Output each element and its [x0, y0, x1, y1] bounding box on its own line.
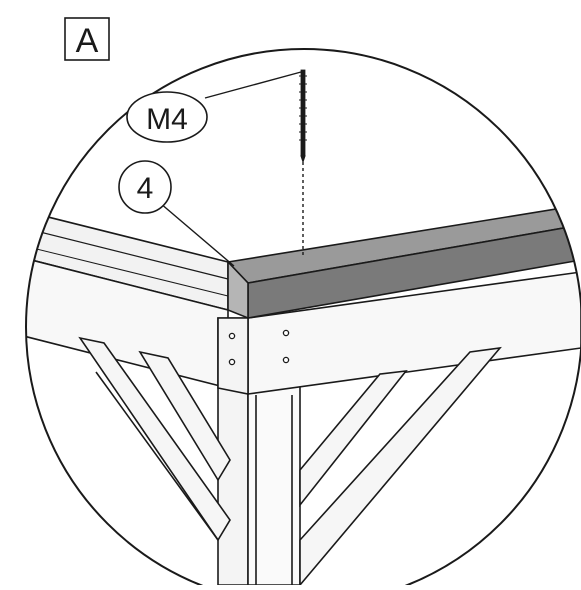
part-callout-label: 4: [137, 172, 154, 205]
part-4-leader-line: [159, 202, 235, 267]
right-brace: [299, 346, 502, 588]
trim-part-4: [226, 204, 581, 320]
screw-m4-icon: [299, 69, 307, 164]
detail-circle-outline: [25, 48, 581, 590]
view-label: A: [76, 22, 99, 60]
part-callout: 4: [118, 160, 172, 214]
detail-circle-content: [26, 156, 581, 588]
screw-callout-label: M4: [146, 103, 188, 136]
screw-holes: [228, 329, 290, 366]
left-beam-corner: [217, 317, 249, 395]
view-label-box: A: [64, 17, 110, 61]
m4-leader-line: [204, 71, 302, 99]
screw-callout: M4: [126, 91, 208, 143]
left-brace: [78, 336, 231, 542]
